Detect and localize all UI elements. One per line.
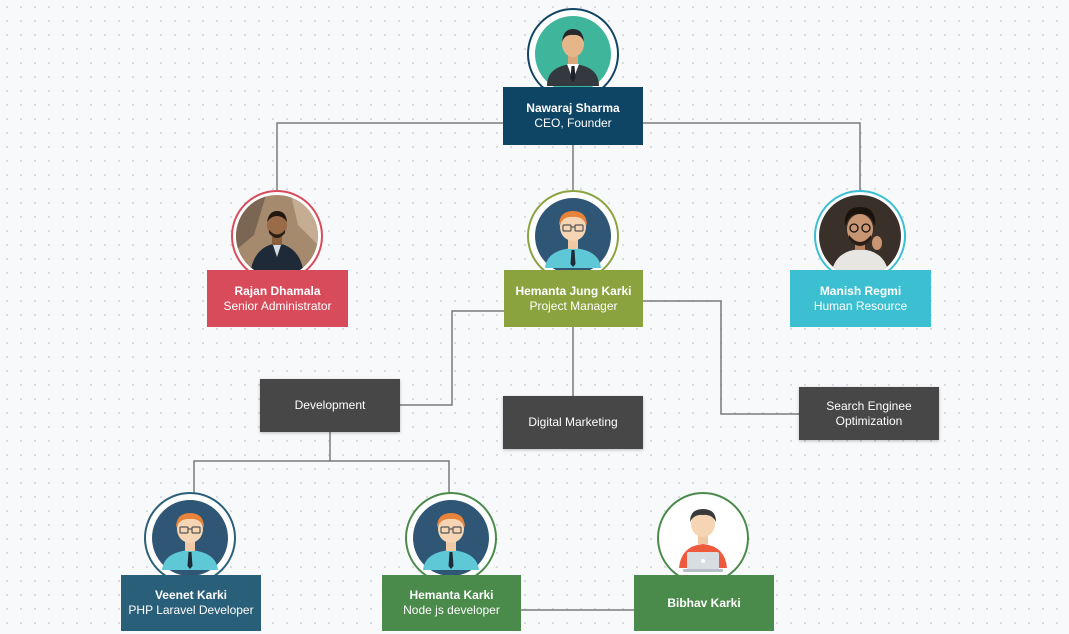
- intern-name: Bibhav Karki: [667, 595, 741, 610]
- dept-seo[interactable]: Search Enginee Optimization: [799, 387, 939, 440]
- connector-ceo-admin: [276, 122, 503, 192]
- card-ceo[interactable]: Nawaraj Sharma CEO, Founder: [503, 87, 643, 145]
- photo-man-suit-icon: [236, 195, 318, 277]
- pm-role: Project Manager: [529, 298, 618, 313]
- dept-development[interactable]: Development: [260, 379, 400, 432]
- avatar-node-dev: [405, 492, 497, 584]
- man-with-glasses-icon: [152, 500, 228, 576]
- card-node-dev[interactable]: Hemanta Karki Node js developer: [382, 575, 521, 631]
- avatar-intern: [657, 492, 749, 584]
- node-dev-name: Hemanta Karki: [409, 588, 494, 602]
- ceo-name: Nawaraj Sharma: [526, 101, 620, 115]
- admin-name: Rajan Dhamala: [234, 283, 321, 298]
- card-php-dev[interactable]: Veenet Karki PHP Laravel Developer: [121, 575, 261, 631]
- avatar-admin: [231, 190, 323, 282]
- connector-development-node: [330, 460, 450, 494]
- card-admin[interactable]: Rajan Dhamala Senior Administrator: [207, 270, 348, 327]
- avatar-ceo: [527, 8, 619, 100]
- man-with-glasses-icon: [413, 500, 489, 576]
- avatar-hr: [814, 190, 906, 282]
- hr-role: Human Resource: [813, 298, 908, 313]
- php-dev-role: PHP Laravel Developer: [128, 603, 254, 617]
- man-with-laptop-icon: [665, 500, 741, 576]
- node-dev-role: Node js developer: [403, 603, 500, 617]
- avatar-php-dev: [144, 492, 236, 584]
- dept-seo-label: Search Enginee Optimization: [826, 398, 912, 428]
- dept-development-label: Development: [294, 398, 366, 412]
- avatar-pm: [527, 190, 619, 282]
- admin-role: Senior Administrator: [223, 298, 332, 313]
- dept-digital-marketing-label: Digital Marketing: [528, 415, 618, 429]
- photo-man-glasses-icon: [819, 195, 901, 277]
- card-hr[interactable]: Manish Regmi Human Resource: [790, 270, 931, 327]
- man-with-tie-icon: [535, 16, 611, 92]
- connector-ceo-hr: [643, 122, 861, 192]
- pm-name: Hemanta Jung Karki: [515, 283, 632, 298]
- php-dev-name: Veenet Karki: [154, 588, 228, 602]
- connector-pm-seo: [643, 300, 799, 415]
- card-pm[interactable]: Hemanta Jung Karki Project Manager: [504, 270, 643, 327]
- man-with-glasses-icon: [535, 198, 611, 274]
- card-intern[interactable]: Bibhav Karki: [634, 575, 774, 631]
- dept-digital-marketing[interactable]: Digital Marketing: [503, 396, 643, 449]
- connector-development-php: [193, 432, 331, 494]
- connector-pm-development: [400, 310, 504, 406]
- ceo-role: CEO, Founder: [534, 116, 612, 130]
- hr-name: Manish Regmi: [819, 283, 902, 298]
